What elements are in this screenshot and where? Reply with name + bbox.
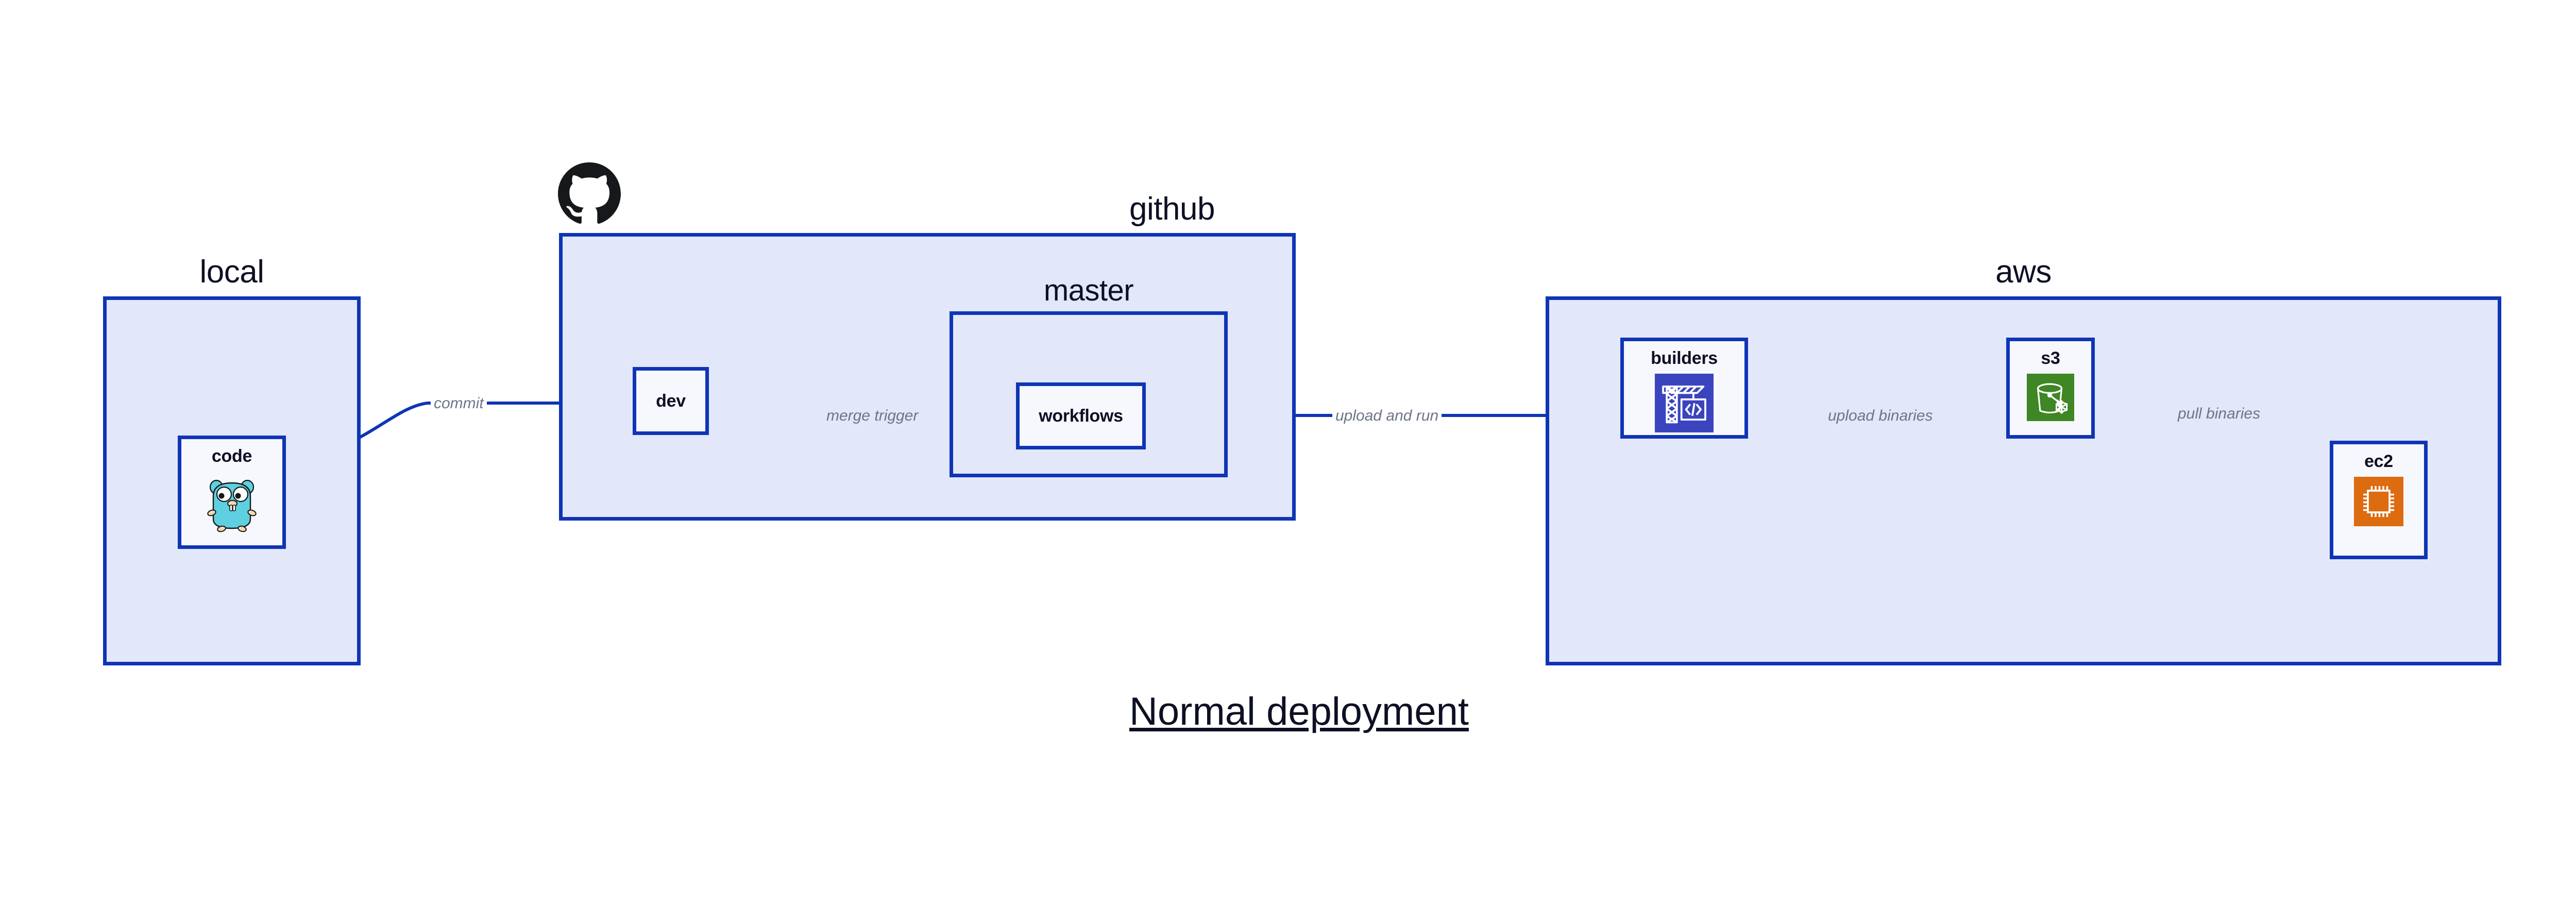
- node-s3[interactable]: s3: [2006, 338, 2095, 439]
- s3-bucket-glacier-icon: [2027, 374, 2074, 421]
- node-ec2[interactable]: ec2: [2330, 441, 2428, 559]
- edge-label-pull-binaries: pull binaries: [2175, 405, 2264, 423]
- node-label-builders: builders: [1651, 348, 1718, 368]
- page-title: Normal deployment: [1129, 690, 1469, 733]
- group-label-github: github: [1129, 191, 1215, 227]
- group-local: [103, 296, 361, 665]
- node-workflows[interactable]: workflows: [1016, 382, 1146, 449]
- node-code[interactable]: code: [178, 436, 286, 549]
- edge-label-upload-binaries: upload binaries: [1825, 407, 1936, 425]
- group-label-master: master: [1043, 274, 1134, 307]
- node-dev[interactable]: dev: [633, 367, 709, 435]
- group-label-aws: aws: [1995, 254, 2052, 290]
- edge-label-merge-trigger: merge trigger: [823, 407, 922, 425]
- github-octocat-icon: [558, 162, 621, 225]
- node-label-ec2: ec2: [2364, 452, 2393, 471]
- crane-code-icon: [1655, 374, 1714, 432]
- node-label-code: code: [211, 446, 252, 466]
- go-gopher-icon: [205, 472, 259, 532]
- node-builders[interactable]: builders: [1620, 338, 1748, 439]
- ec2-cpu-chip-icon: [2354, 477, 2403, 526]
- edge-label-upload-and-run: upload and run: [1332, 407, 1442, 425]
- node-label-dev: dev: [656, 391, 686, 411]
- group-label-local: local: [199, 254, 264, 290]
- node-label-workflows: workflows: [1039, 406, 1123, 426]
- edge-label-commit: commit: [431, 395, 487, 412]
- node-label-s3: s3: [2041, 348, 2060, 368]
